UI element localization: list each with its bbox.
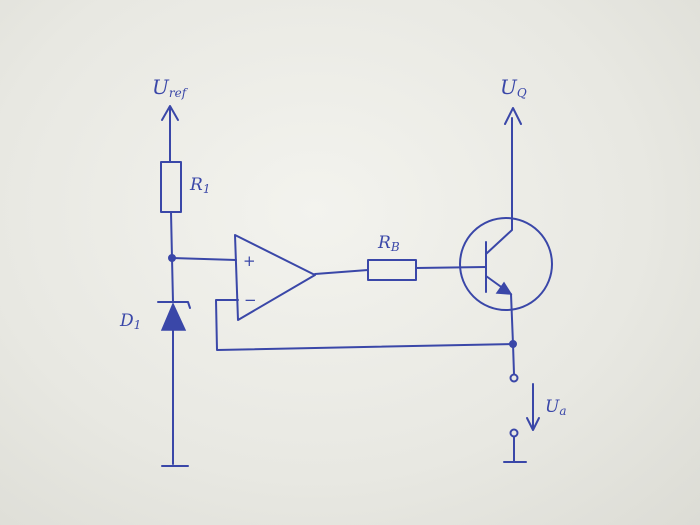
label-r1: R1	[189, 175, 210, 196]
label-uref-main: U	[152, 75, 170, 99]
label-r1-sub: 1	[203, 182, 211, 196]
zener-diode-d1	[160, 302, 187, 331]
wire-opamp-to-rb	[314, 269, 369, 275]
opamp-triangle	[234, 234, 316, 321]
uref-arrow-head	[161, 105, 179, 121]
label-d1: D1	[119, 311, 141, 332]
label-d1-main: D	[119, 311, 134, 331]
label-ua-main: U	[545, 397, 560, 417]
uq-arrow-head	[504, 107, 522, 125]
transistor-emitter-arrow	[495, 281, 513, 295]
label-d1-sub: 1	[134, 318, 142, 332]
label-r1-main: R	[189, 175, 203, 195]
wire-feedback-loop	[215, 299, 514, 351]
transistor-q-body	[459, 217, 553, 311]
wire-emitter-to-output	[512, 343, 515, 375]
output-terminal-top	[509, 373, 519, 383]
wire-rb-to-base	[415, 266, 487, 269]
label-rb: RB	[377, 233, 400, 254]
label-uq: UQ	[500, 75, 527, 100]
label-rb-sub: B	[390, 240, 400, 254]
label-ua: Ua	[545, 397, 566, 418]
resistor-r1	[160, 161, 182, 213]
label-ua-sub: a	[559, 404, 566, 418]
ua-arrow-head	[526, 417, 540, 431]
label-uq-sub: Q	[517, 86, 527, 100]
label-rb-main: R	[377, 233, 391, 253]
wire-junction-to-plus	[171, 257, 237, 261]
label-uref-sub: ref	[169, 86, 189, 100]
zener-diode-bar	[157, 301, 191, 309]
label-uref: Uref	[152, 75, 189, 100]
wire-r1-to-junction	[170, 211, 173, 259]
output-terminal-bottom	[509, 428, 519, 438]
resistor-rb	[367, 259, 417, 281]
wire-junction-to-diode	[171, 257, 174, 303]
transistor-collector	[485, 117, 513, 255]
opamp-plus-sign: +	[243, 252, 256, 270]
opamp-minus-sign: −	[244, 291, 257, 309]
label-uq-main: U	[500, 75, 518, 99]
